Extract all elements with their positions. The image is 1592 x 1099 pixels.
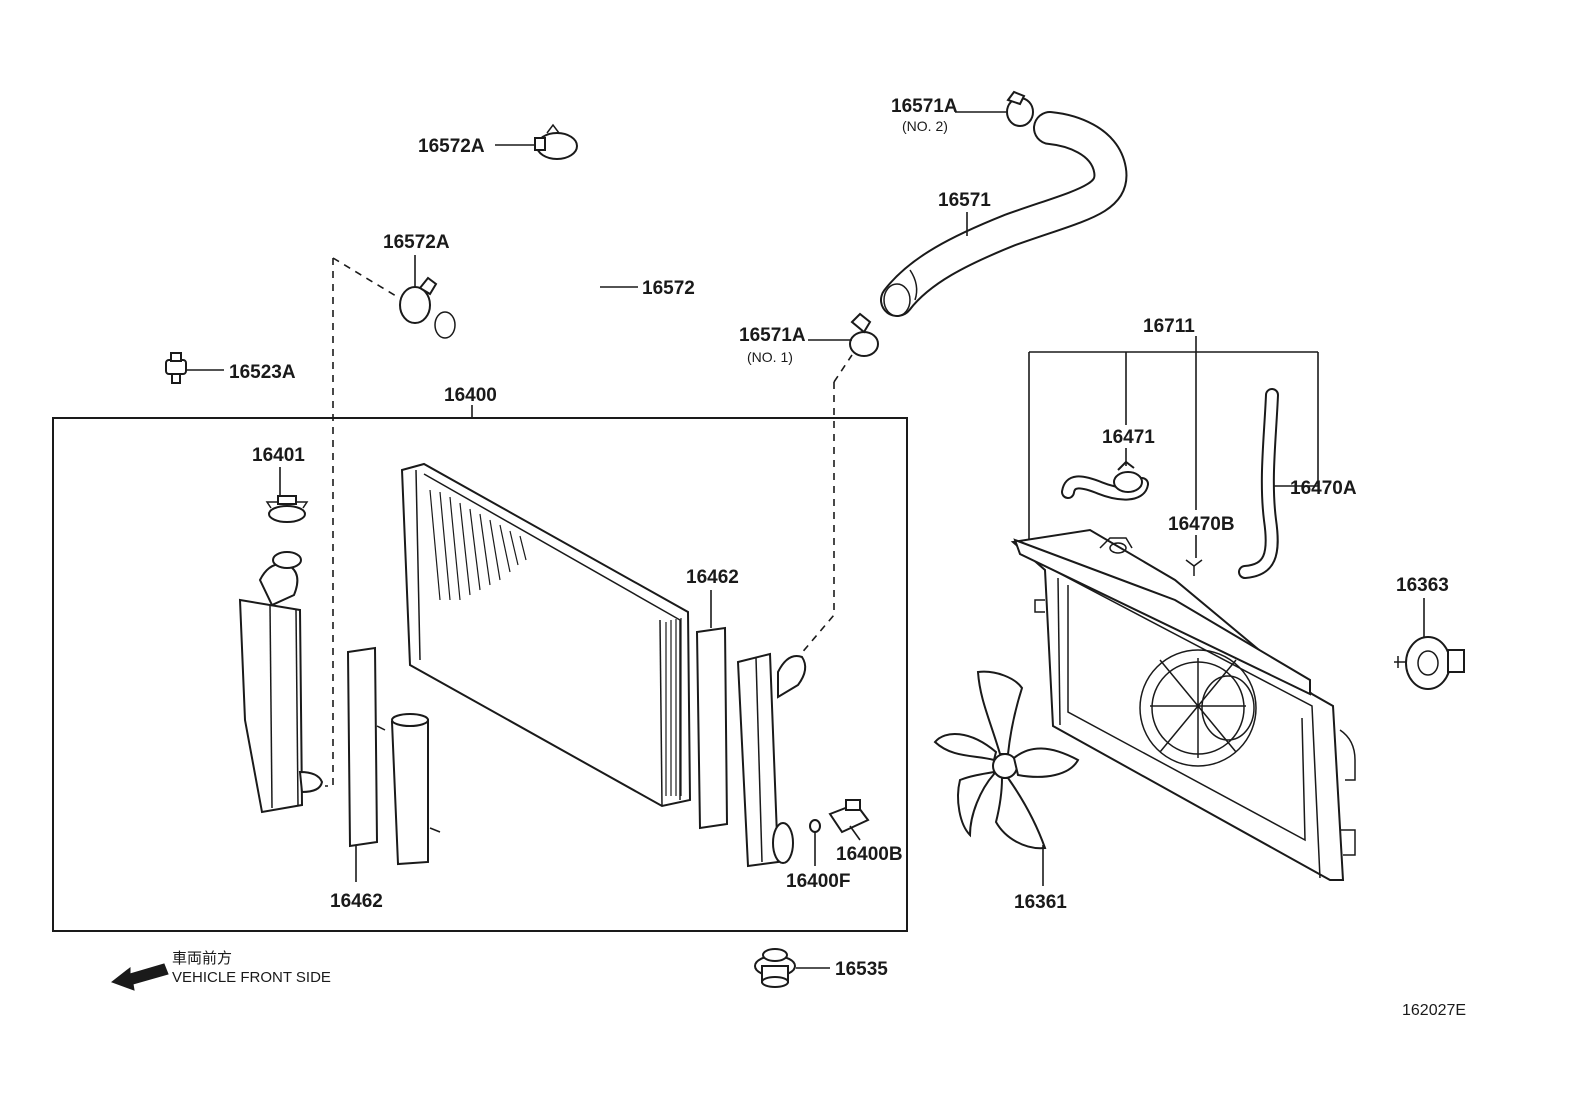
label-16363: 16363 — [1396, 575, 1449, 596]
label-16462-bottom: 16462 — [330, 891, 383, 912]
label-16400B: 16400B — [836, 844, 903, 865]
label-16470B: 16470B — [1168, 514, 1235, 535]
o-ring-16400F — [809, 819, 821, 833]
label-16471: 16471 — [1102, 427, 1155, 448]
grommet-16523A — [165, 352, 187, 384]
diagram-code: 162027E — [1402, 1002, 1466, 1019]
radiator-pipe — [376, 713, 441, 866]
label-16361: 16361 — [1014, 892, 1067, 913]
clamp-16571A-mid — [849, 312, 879, 357]
vehicle-front-arrow-icon — [110, 963, 169, 991]
label-16470A: 16470A — [1290, 478, 1357, 499]
label-16572A-mid: 16572A — [383, 232, 450, 253]
radiator-cap-16401 — [265, 495, 309, 523]
seal-16462-right — [695, 626, 729, 830]
vehicle-front-note-jp: 車両前方 — [172, 950, 232, 967]
fan-shroud-16711 — [1010, 528, 1356, 881]
right-tank — [736, 652, 807, 868]
hose-16572 — [432, 159, 581, 344]
seal-16462-left — [346, 646, 379, 848]
clamp-16571A-top — [1006, 90, 1034, 127]
grommet-16535 — [754, 948, 796, 988]
left-tank — [238, 551, 324, 814]
label-16462-right: 16462 — [686, 567, 739, 588]
drain-cock-16400B — [828, 799, 870, 834]
label-16571A-top-sub: (NO. 2) — [902, 118, 948, 134]
label-16535: 16535 — [835, 959, 888, 980]
label-16572: 16572 — [642, 278, 695, 299]
label-16572A-top: 16572A — [418, 136, 485, 157]
label-16400: 16400 — [444, 385, 497, 406]
hose-16471 — [1061, 460, 1149, 501]
label-16401: 16401 — [252, 445, 305, 466]
hose-16470A — [1238, 388, 1279, 579]
label-16400F: 16400F — [786, 871, 850, 892]
vehicle-front-note-en: VEHICLE FRONT SIDE — [172, 969, 331, 986]
clamp-16572A-mid — [399, 276, 438, 324]
label-16571A-top: 16571A — [891, 96, 958, 117]
radiator-core — [400, 462, 692, 808]
radiator-assembly-box — [52, 417, 908, 932]
fan-motor-16363 — [1394, 636, 1465, 690]
label-16523A: 16523A — [229, 362, 296, 383]
label-16571A-mid: 16571A — [739, 325, 806, 346]
label-16711: 16711 — [1143, 316, 1195, 337]
label-16571: 16571 — [938, 190, 991, 211]
leader-lines — [186, 111, 1425, 969]
fan-16361 — [933, 670, 1080, 850]
clamp-16572A-top — [534, 123, 578, 160]
label-16571A-mid-sub: (NO. 1) — [747, 349, 793, 365]
clip-16470B — [1185, 559, 1203, 576]
hose-16571 — [880, 111, 1128, 317]
